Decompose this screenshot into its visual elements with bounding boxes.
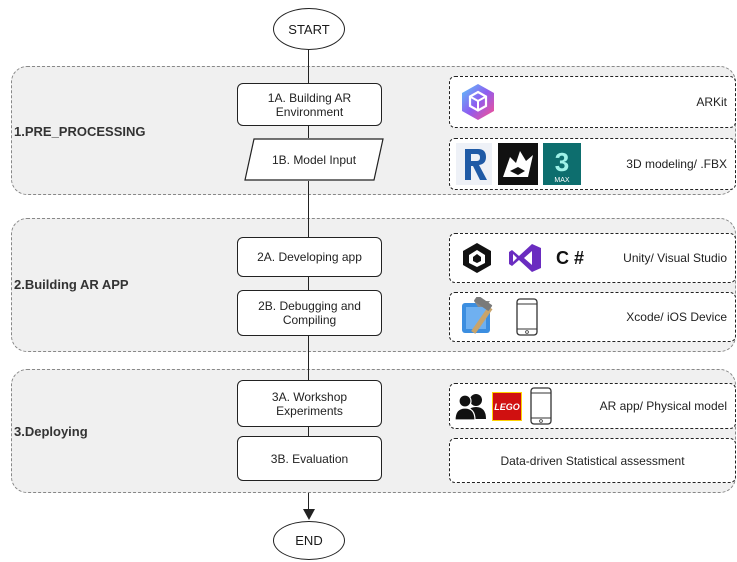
end-terminal: END [273,521,345,560]
lego-logo: LEGO [492,392,522,421]
visual-studio-icon [509,244,541,272]
csharp-label: C # [556,248,585,268]
arkit-icon [462,84,494,120]
connector-1a-1b-overlay [308,124,310,138]
tool-box-modeling: MAX 3 3D modeling/ .FBX [449,138,736,190]
xcode-icon [462,297,493,334]
tool-label-statistical: Data-driven Statistical assessment [500,453,685,468]
step-3b: 3B. Evaluation [237,436,382,481]
iphone-icon [516,298,538,336]
step-1b: 1B. Model Input [271,152,357,167]
tool-label-ar-physical: AR app/ Physical model [599,399,727,413]
iphone-icon [530,387,552,425]
tool-box-unity: C # Unity/ Visual Studio [449,233,736,283]
rhino-icon [498,143,538,185]
step-1b-shape [244,138,384,181]
3dsmax-badge: MAX [554,177,570,184]
tool-box-arkit: ARKit [449,76,736,128]
tool-label-arkit: ARKit [696,95,727,109]
tool-box-xcode: Xcode/ iOS Device [449,292,736,342]
lego-logo-text: LEGO [494,401,520,412]
connector-start-1a-overlay [308,47,310,83]
step-2a: 2A. Developing app [237,237,382,277]
start-label: START [288,21,330,37]
step-1a: 1A. Building AR Environment [237,83,382,126]
step-2b: 2B. Debugging and Compiling [237,290,382,336]
phase-label-deploying: 3.Deploying [14,424,88,439]
unity-icon [463,243,491,273]
end-label: END [295,533,323,548]
revit-icon [456,143,492,185]
connector-2b-3a-overlay [308,334,310,380]
users-icon [454,394,486,421]
tool-box-statistical: Data-driven Statistical assessment [449,438,736,483]
tool-label-xcode: Xcode/ iOS Device [626,310,727,324]
phase-label-preprocessing: 1.PRE_PROCESSING [14,124,146,139]
start-terminal: START [273,8,345,50]
connector-3b-end [308,479,310,513]
3dsmax-icon: MAX 3 [543,143,581,185]
step-3a: 3A. Workshop Experiments [237,380,382,427]
connector-1b-2a-overlay [308,181,310,237]
connector-2a-2b-overlay [308,275,310,290]
svg-text:3: 3 [555,147,569,175]
phase-label-building-app: 2.Building AR APP [14,277,129,292]
tool-label-modeling: 3D modeling/ .FBX [626,157,727,171]
tool-label-unity: Unity/ Visual Studio [623,251,727,265]
tool-box-ar-physical: LEGO AR app/ Physical model [449,383,736,429]
arrow-head-icon [303,509,315,520]
connector-3a-3b-overlay [308,425,310,436]
